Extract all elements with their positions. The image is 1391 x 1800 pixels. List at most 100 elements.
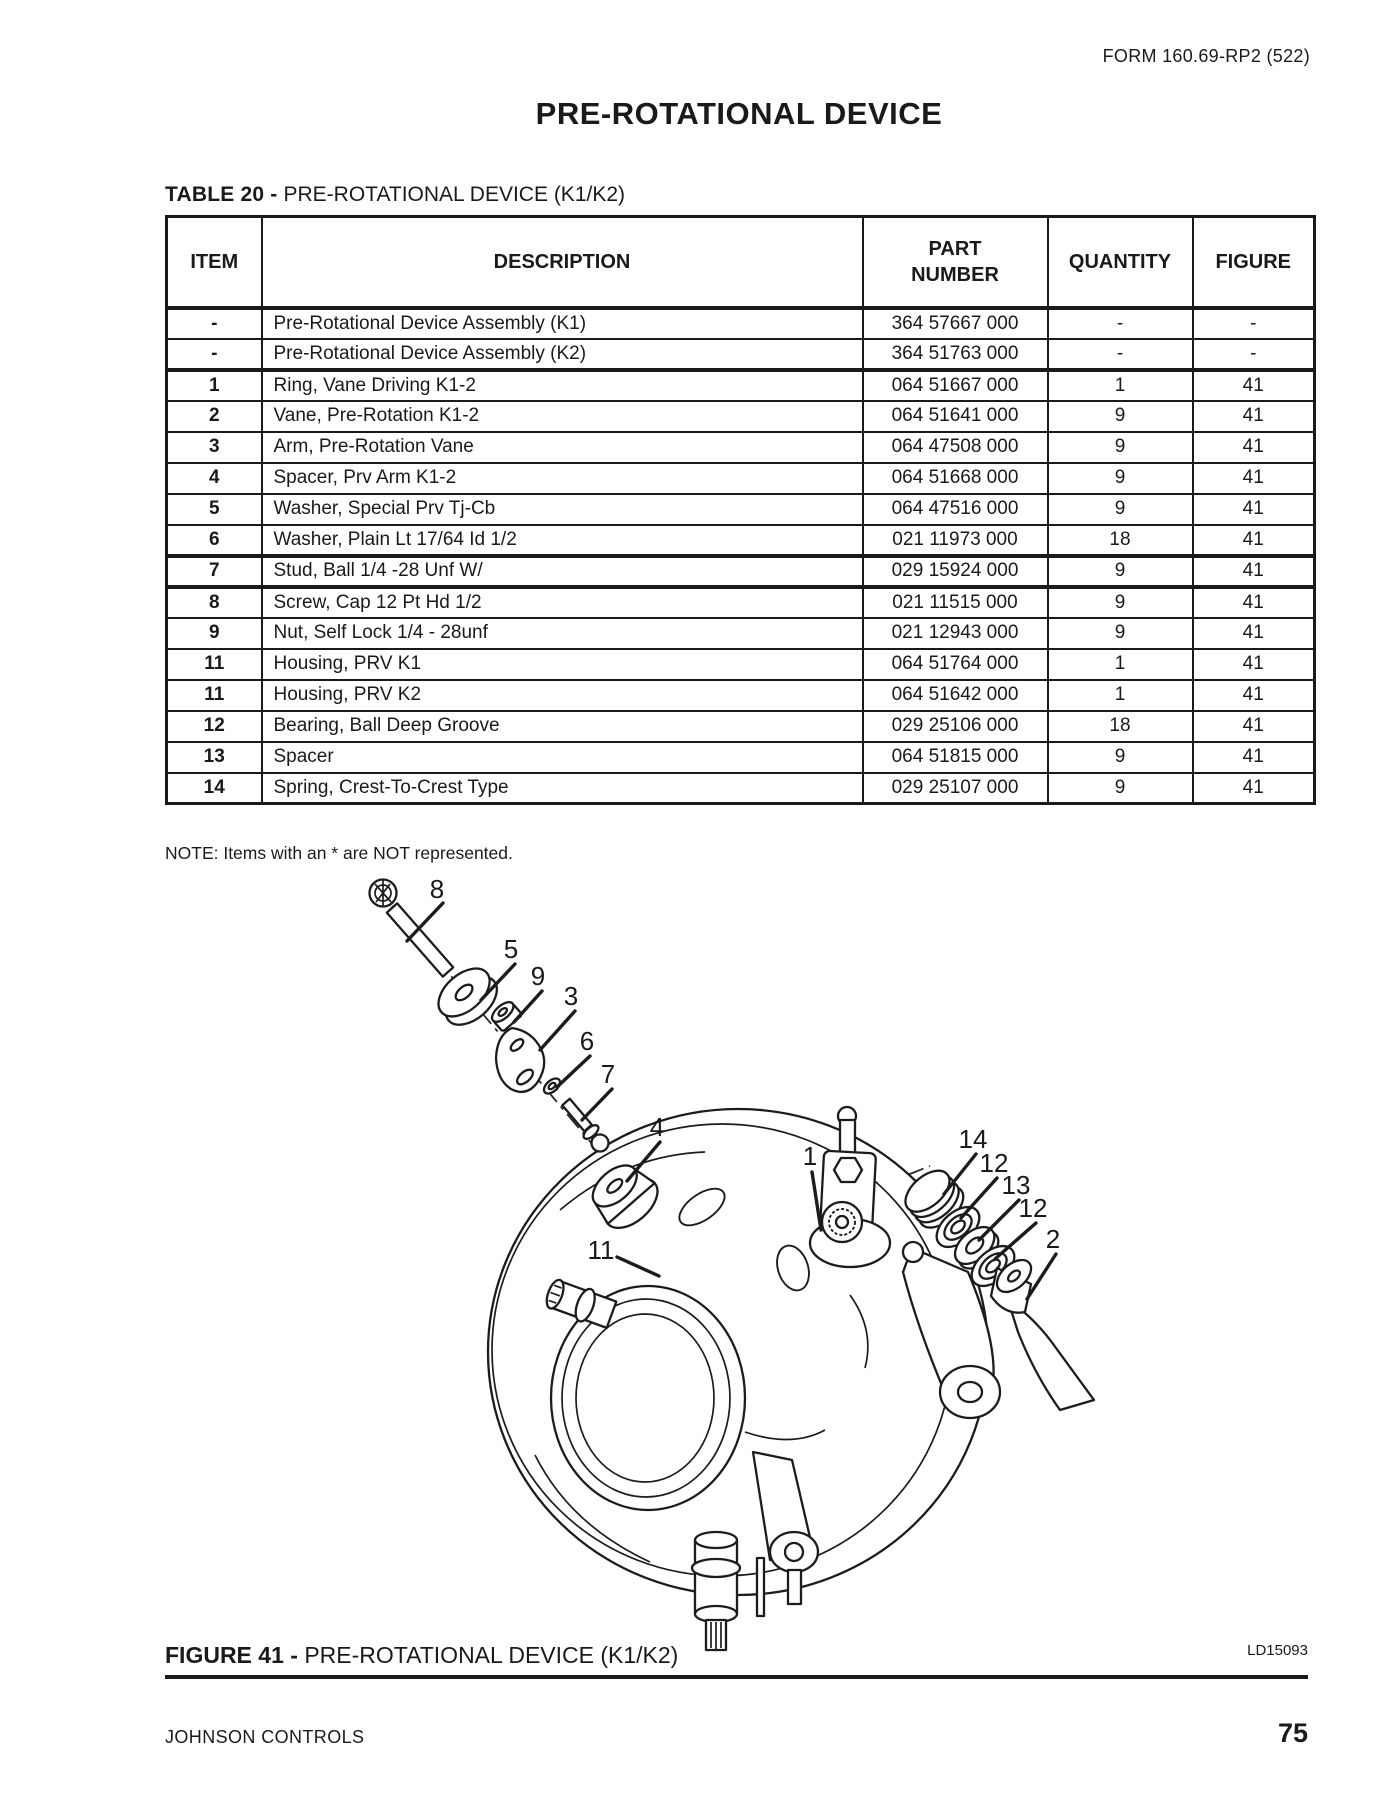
callout-4: 4 xyxy=(650,1112,664,1142)
cell-part-number: 021 12943 000 xyxy=(861,617,1049,649)
cell-figure: 41 xyxy=(1191,431,1316,463)
cell-figure: 41 xyxy=(1191,555,1316,587)
cell-quantity: 1 xyxy=(1046,648,1194,680)
nut-9-drawing xyxy=(490,1000,523,1032)
cell-quantity: 9 xyxy=(1046,586,1194,618)
cell-quantity: 1 xyxy=(1046,369,1194,401)
cell-item: 7 xyxy=(165,555,263,587)
callout-12a: 12 xyxy=(980,1148,1009,1178)
col-header-quantity: QUANTITY xyxy=(1046,216,1194,308)
cell-item: 8 xyxy=(165,586,263,618)
cell-item: 3 xyxy=(165,431,263,463)
page-title: PRE-ROTATIONAL DEVICE xyxy=(535,96,943,131)
cell-description: Spring, Crest-To-Crest Type xyxy=(260,772,864,804)
figure-caption: FIGURE 41 - PRE-ROTATIONAL DEVICE (K1/K2… xyxy=(165,1642,678,1669)
footer-company: JOHNSON CONTROLS xyxy=(165,1727,365,1747)
callout-13: 13 xyxy=(1002,1170,1031,1200)
cell-description: Nut, Self Lock 1/4 - 28unf xyxy=(260,617,864,649)
cell-part-number: 064 51668 000 xyxy=(861,462,1049,494)
col-header-figure: FIGURE xyxy=(1191,216,1316,308)
stud-7-drawing xyxy=(561,1097,610,1153)
cell-description: Stud, Ball 1/4 -28 Unf W/ xyxy=(260,555,864,587)
cell-description: Vane, Pre-Rotation K1-2 xyxy=(260,400,864,432)
bolt-8-drawing xyxy=(368,878,455,978)
cell-item: 11 xyxy=(165,679,263,711)
cell-description: Washer, Special Prv Tj-Cb xyxy=(260,493,864,525)
col-header-part-number-text: PART NUMBER xyxy=(911,237,999,286)
cell-part-number: 029 25107 000 xyxy=(861,772,1049,804)
cell-figure: 41 xyxy=(1191,524,1316,556)
cell-item: 1 xyxy=(165,369,263,401)
cell-figure: 41 xyxy=(1191,586,1316,618)
cell-description: Arm, Pre-Rotation Vane xyxy=(260,431,864,463)
col-header-part-number: PART NUMBER xyxy=(861,216,1049,308)
cell-figure: 41 xyxy=(1191,493,1316,525)
exploded-axis-line-right xyxy=(811,1165,931,1214)
cell-figure: 41 xyxy=(1191,710,1316,742)
cell-item: 12 xyxy=(165,710,263,742)
cell-part-number: 064 51667 000 xyxy=(861,369,1049,401)
cell-item: 11 xyxy=(165,648,263,680)
cell-part-number: 021 11973 000 xyxy=(861,524,1049,556)
exploded-view-figure: 8 5 9 3 6 7 4 1 11 14 12 13 12 2 xyxy=(368,874,1096,1652)
cell-item: 13 xyxy=(165,741,263,773)
cell-quantity: 9 xyxy=(1046,617,1194,649)
callout-7: 7 xyxy=(601,1059,615,1089)
cell-item: - xyxy=(165,307,263,339)
page-number: 75 xyxy=(1277,1718,1308,1748)
cell-description: Spacer xyxy=(260,741,864,773)
col-header-description: DESCRIPTION xyxy=(260,216,864,308)
cell-description: Ring, Vane Driving K1-2 xyxy=(260,369,864,401)
cell-figure: 41 xyxy=(1191,772,1316,804)
cell-figure: - xyxy=(1191,307,1316,339)
drawing-id: LD15093 xyxy=(1247,1642,1308,1659)
cell-description: Spacer, Prv Arm K1-2 xyxy=(260,462,864,494)
housing-drawing xyxy=(486,1105,1002,1652)
callout-3: 3 xyxy=(564,981,578,1011)
cell-figure: 41 xyxy=(1191,369,1316,401)
cell-quantity: 9 xyxy=(1046,462,1194,494)
cell-item: 2 xyxy=(165,400,263,432)
arm-3-drawing xyxy=(494,1026,546,1094)
cell-part-number: 064 51815 000 xyxy=(861,741,1049,773)
cell-item: 4 xyxy=(165,462,263,494)
callout-8: 8 xyxy=(430,874,444,904)
cell-quantity: - xyxy=(1046,307,1194,339)
vane-2-drawing xyxy=(989,1258,1096,1412)
callout-9: 9 xyxy=(531,961,545,991)
cell-figure: 41 xyxy=(1191,400,1316,432)
parts-table: ITEM DESCRIPTION PART NUMBER QUANTITY FI… xyxy=(165,215,1316,805)
callout-5: 5 xyxy=(504,934,518,964)
cell-item: 6 xyxy=(165,524,263,556)
cell-figure: 41 xyxy=(1191,648,1316,680)
cell-quantity: 9 xyxy=(1046,555,1194,587)
table-title-text: PRE-ROTATIONAL DEVICE (K1/K2) xyxy=(283,183,626,206)
cell-figure: 41 xyxy=(1191,617,1316,649)
cell-part-number: 029 25106 000 xyxy=(861,710,1049,742)
spacer-4-drawing xyxy=(591,1164,659,1230)
cell-description: Pre-Rotational Device Assembly (K2) xyxy=(260,338,864,370)
cell-part-number: 064 47508 000 xyxy=(861,431,1049,463)
cell-item: 5 xyxy=(165,493,263,525)
cell-quantity: 9 xyxy=(1046,493,1194,525)
cell-part-number: 364 51763 000 xyxy=(861,338,1049,370)
col-header-item: ITEM xyxy=(165,216,263,308)
figure-caption-text: PRE-ROTATIONAL DEVICE (K1/K2) xyxy=(304,1642,679,1668)
cell-figure: 41 xyxy=(1191,679,1316,711)
table-row: - Pre-Rotational Device Assembly (K2)364 … xyxy=(165,338,1316,370)
callout-6: 6 xyxy=(580,1026,594,1056)
washer-6-drawing xyxy=(542,1077,562,1095)
cell-quantity: 9 xyxy=(1046,431,1194,463)
cell-quantity: - xyxy=(1046,338,1194,370)
